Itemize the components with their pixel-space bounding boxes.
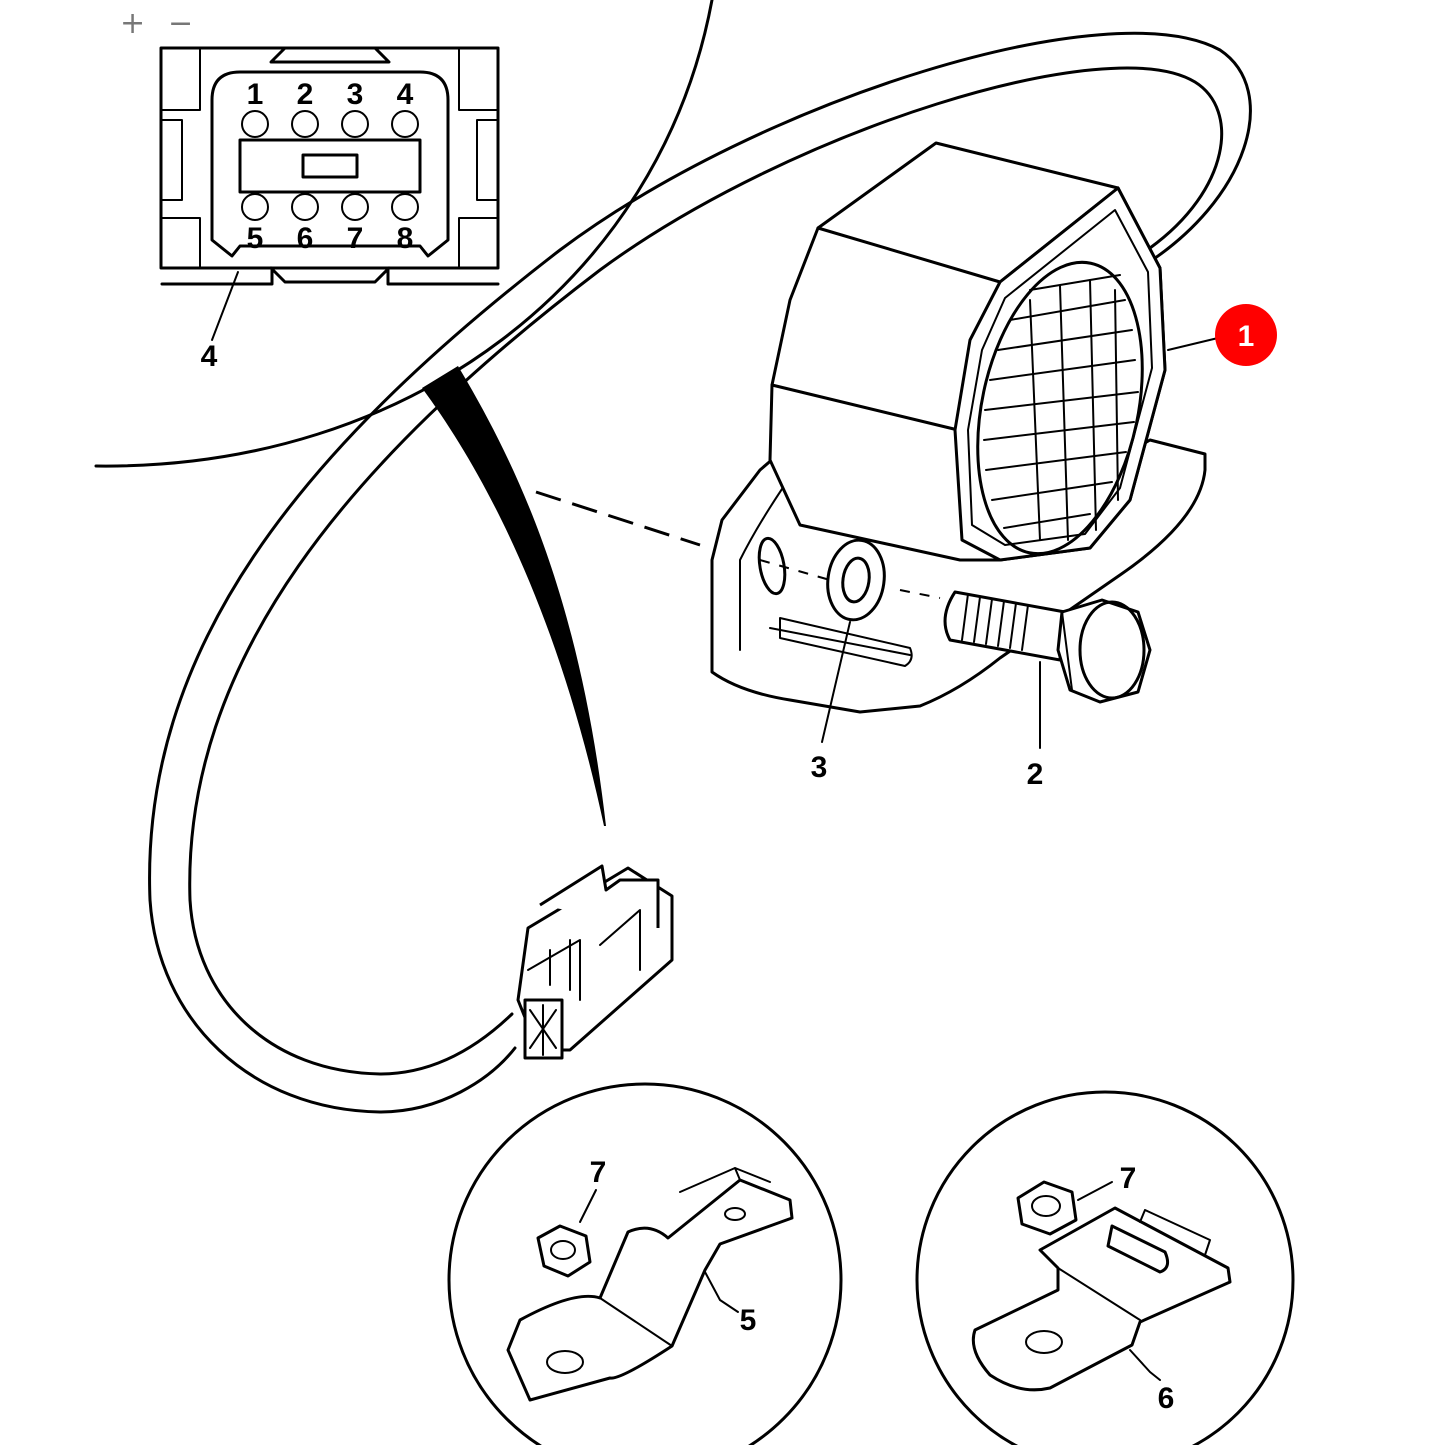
callout-1[interactable]: 1 [1238, 320, 1255, 353]
bolt[interactable] [943, 590, 1152, 704]
callout-3[interactable]: 3 [811, 751, 828, 784]
callout-6[interactable]: 6 [1158, 1382, 1175, 1415]
leader-line [1167, 337, 1219, 351]
nut-a[interactable] [536, 1224, 592, 1278]
zoom-in-icon[interactable]: + [120, 6, 146, 41]
callout-7b[interactable]: 7 [1120, 1162, 1137, 1195]
pin-label: 7 [347, 222, 364, 255]
leader-line [704, 1271, 739, 1313]
leader-line [1077, 1181, 1113, 1201]
pin-label: 5 [247, 222, 264, 255]
pin-label: 4 [397, 78, 414, 111]
bracket-5[interactable] [506, 1178, 794, 1402]
leader-line [579, 1189, 597, 1223]
callout-2[interactable]: 2 [1027, 758, 1044, 791]
pin-label: 3 [347, 78, 364, 111]
connector-face-detail: 1 2 3 4 5 6 7 8 [159, 46, 500, 286]
pin-label: 6 [297, 222, 314, 255]
detail-arc [94, 0, 714, 468]
leader-line [821, 621, 851, 743]
alarm-cable [148, 31, 1252, 1114]
leader-line [211, 271, 239, 341]
bracket-detail-b: 7 6 [915, 1090, 1295, 1450]
bracket-detail-a: 7 5 [447, 1082, 843, 1450]
reversing-alarm[interactable] [710, 141, 1207, 714]
washer[interactable] [823, 536, 890, 623]
pin-label: 1 [247, 78, 264, 111]
mounting-axis [759, 559, 941, 599]
zoom-out-icon[interactable]: − [168, 6, 194, 41]
nut-b[interactable] [1016, 1180, 1078, 1236]
bracket-6[interactable] [971, 1206, 1232, 1392]
callout-4[interactable]: 4 [201, 340, 218, 373]
callout-1-highlight [1215, 304, 1277, 366]
leader-line [1129, 1349, 1161, 1381]
callout-5[interactable]: 5 [740, 1304, 757, 1337]
pin-label: 2 [297, 78, 314, 111]
callout-7a[interactable]: 7 [590, 1156, 607, 1189]
cable-plug [516, 864, 674, 1060]
mounting-axis [535, 490, 701, 547]
pin-label: 8 [397, 222, 414, 255]
